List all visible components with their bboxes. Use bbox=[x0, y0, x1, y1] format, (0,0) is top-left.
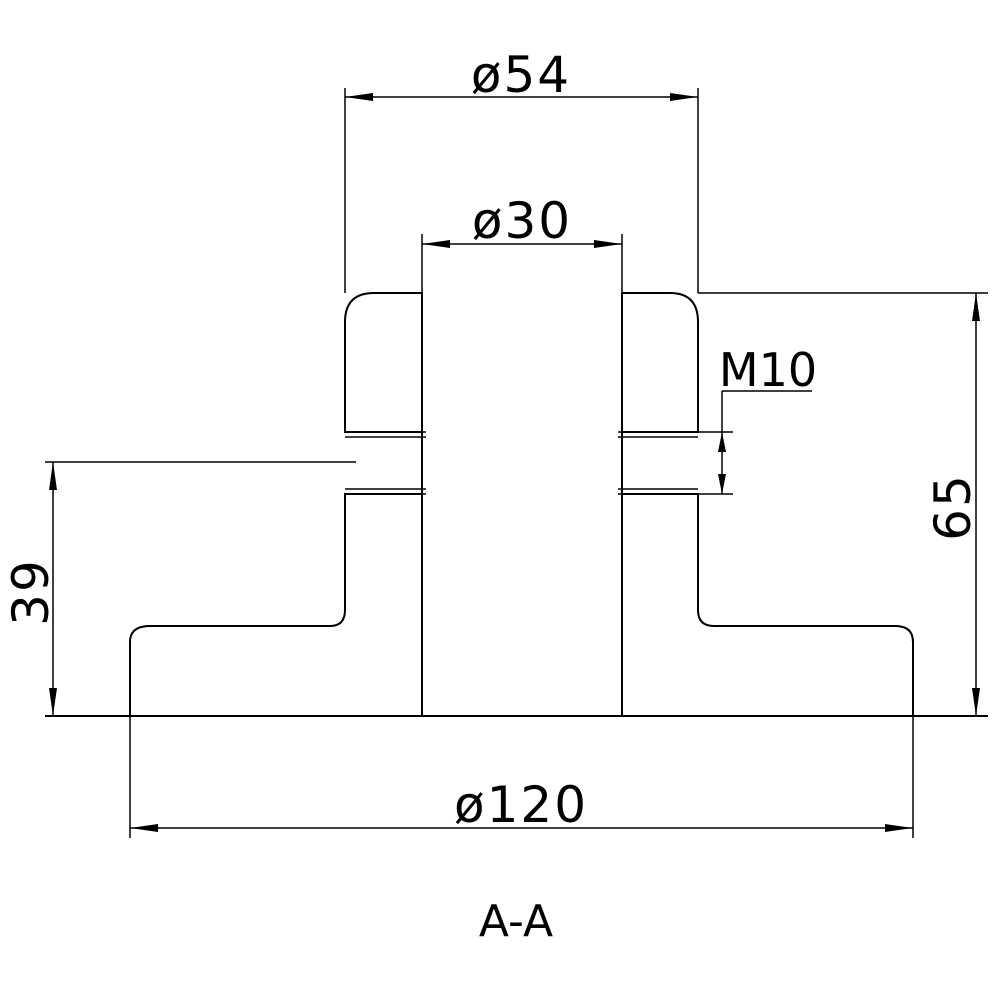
right-lower-body bbox=[621, 493, 914, 717]
hole-height-label: 39 bbox=[2, 558, 60, 626]
dimension-outer-diameter: ø54 bbox=[344, 46, 699, 293]
part-section-right bbox=[621, 292, 914, 717]
right-upper-wall bbox=[621, 292, 699, 433]
thread-callout: M10 bbox=[698, 343, 817, 495]
dimension-hole-height: 39 bbox=[2, 461, 356, 716]
left-lower-body bbox=[129, 493, 423, 717]
threaded-hole bbox=[345, 431, 698, 495]
base-diameter-label: ø120 bbox=[454, 776, 588, 834]
outer-diameter-label: ø54 bbox=[471, 46, 571, 104]
dimension-base-diameter: ø120 bbox=[129, 716, 914, 838]
dimension-bore-diameter: ø30 bbox=[421, 192, 623, 293]
part-section-left bbox=[129, 292, 423, 717]
bore-diameter-label: ø30 bbox=[472, 192, 572, 250]
total-height-label: 65 bbox=[924, 473, 982, 541]
thread-label: M10 bbox=[719, 343, 817, 397]
section-label: A-A bbox=[479, 896, 553, 947]
left-upper-wall bbox=[344, 292, 423, 433]
dimension-total-height: 65 bbox=[698, 292, 988, 716]
